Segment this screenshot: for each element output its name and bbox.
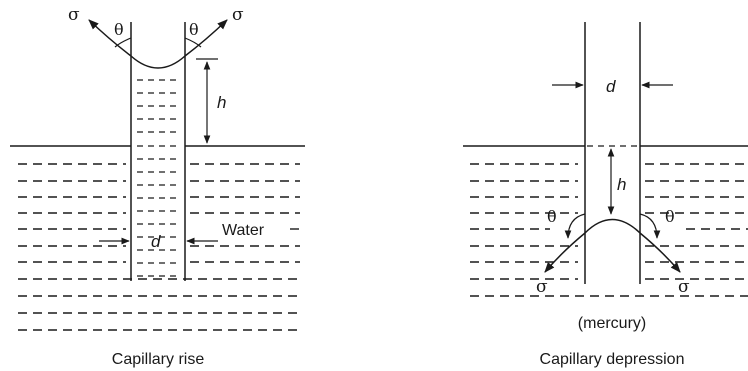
water-column — [137, 79, 180, 277]
capillary-rise-panel: σ σ θ θ h d Water Capillary rise — [10, 5, 305, 368]
sigma-arrow-right-depression — [639, 232, 681, 273]
mercury-label: (mercury) — [578, 315, 646, 332]
theta-arc-left-depression — [564, 213, 586, 239]
sigma-label-right: σ — [232, 5, 244, 25]
water-label: Water — [222, 222, 265, 239]
caption-capillary-rise: Capillary rise — [112, 351, 205, 368]
water-body-right — [190, 163, 300, 263]
theta-label-left: θ — [114, 20, 124, 39]
capillary-depression-panel: θ θ σ σ h d (mercury) Capillary depressi… — [463, 22, 748, 368]
theta-arc-left — [114, 37, 132, 48]
theta-label-left-depression: θ — [547, 207, 557, 226]
water-body-left — [18, 163, 126, 263]
d-label: d — [151, 232, 161, 251]
sigma-arrow-left — [88, 19, 132, 57]
sigma-label-right-depression: σ — [678, 277, 690, 297]
sigma-label-left: σ — [68, 5, 80, 25]
sigma-label-left-depression: σ — [536, 277, 548, 297]
theta-arc-right — [184, 37, 202, 48]
mercury-body-left — [470, 163, 578, 280]
mercury-body-right — [645, 163, 748, 280]
sigma-arrow-right — [184, 19, 228, 57]
caption-capillary-depression: Capillary depression — [540, 351, 685, 368]
theta-arc-right-depression — [639, 213, 661, 239]
sigma-arrow-left-depression — [544, 232, 586, 273]
theta-label-right-depression: θ — [665, 207, 675, 226]
theta-label-right: θ — [189, 20, 199, 39]
water-body-bottom — [18, 278, 300, 331]
d-label-depression: d — [606, 77, 616, 96]
h-label: h — [217, 93, 226, 112]
meniscus-convex — [584, 218, 641, 234]
h-label-depression: h — [617, 175, 626, 194]
meniscus-concave — [130, 55, 186, 69]
